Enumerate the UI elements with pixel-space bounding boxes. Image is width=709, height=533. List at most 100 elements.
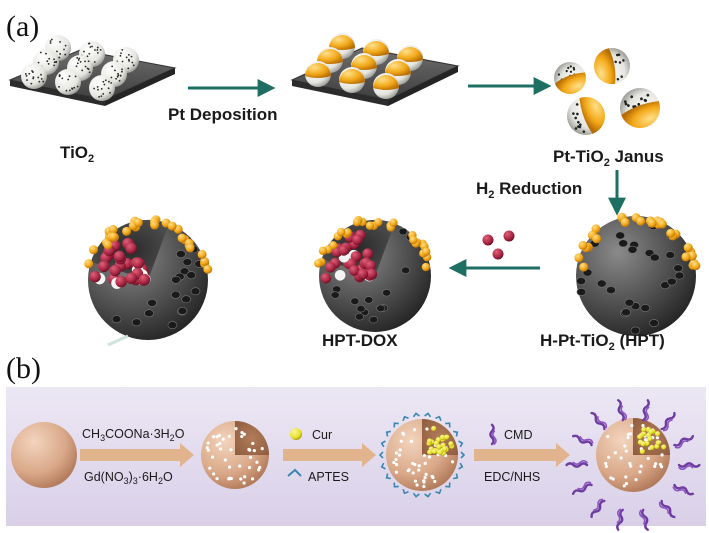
pt-cap — [339, 69, 365, 84]
pore — [576, 125, 580, 128]
pore — [640, 97, 643, 101]
pore — [582, 130, 586, 134]
pore — [96, 85, 99, 88]
pore — [398, 227, 408, 236]
pore — [646, 456, 650, 461]
pore — [653, 462, 658, 466]
edc-nhs-label: EDC/NHS — [484, 470, 540, 484]
pt-particle — [122, 226, 132, 236]
cmd-molecule — [590, 411, 606, 431]
pore — [71, 88, 74, 90]
cmd-molecule — [660, 411, 676, 431]
pore — [604, 461, 608, 466]
pore — [667, 277, 677, 286]
pore — [227, 465, 232, 469]
dox-molecule — [366, 268, 377, 280]
dox-molecule — [325, 261, 336, 273]
aptes-group — [424, 412, 432, 418]
aptes-group — [458, 462, 464, 470]
reagent-top: CH3COONa·3H2O — [82, 427, 185, 443]
pore — [167, 321, 178, 330]
pore — [88, 42, 91, 45]
hollow-porous-sphere — [201, 421, 269, 489]
dox-molecule — [352, 234, 363, 246]
pt-particle — [185, 243, 195, 253]
pore — [103, 83, 106, 86]
pore — [221, 437, 225, 441]
janus-particle — [594, 48, 630, 84]
dox-molecule — [89, 270, 101, 283]
pore — [58, 85, 60, 88]
pore — [177, 306, 188, 315]
pore — [658, 462, 663, 466]
pore — [626, 104, 630, 107]
cmd-molecule — [673, 483, 695, 496]
pore — [247, 466, 252, 470]
pore — [234, 427, 238, 431]
pt-particle — [421, 262, 431, 272]
pore — [607, 455, 611, 459]
pore — [89, 46, 92, 48]
aptes-group — [445, 482, 451, 488]
hpt-sphere — [574, 212, 701, 336]
pore — [215, 443, 219, 447]
pore — [121, 70, 123, 73]
pt-cap — [385, 61, 411, 76]
pore — [653, 464, 657, 469]
cur-molecule — [649, 444, 655, 451]
dox-molecule — [115, 275, 127, 288]
dox-molecule — [125, 242, 137, 255]
pt-particle — [167, 221, 177, 231]
pore — [205, 446, 209, 450]
pore — [88, 52, 91, 55]
pore — [118, 79, 121, 82]
cutaway — [235, 421, 269, 455]
pore — [210, 455, 215, 459]
panel-a-label: (a) — [6, 10, 39, 43]
pore — [30, 82, 33, 85]
pore — [144, 309, 154, 318]
pore — [96, 51, 99, 54]
tio2-label: TiO2 — [60, 143, 94, 165]
pt-particle — [421, 247, 431, 256]
pore — [93, 87, 96, 90]
pore — [218, 441, 222, 446]
pore — [567, 66, 570, 70]
pore — [58, 74, 61, 76]
pore — [596, 279, 607, 288]
pore — [75, 65, 78, 68]
aptes-group — [402, 415, 409, 422]
dox-molecule — [357, 268, 369, 280]
pore — [250, 477, 255, 481]
pore — [618, 61, 622, 64]
pt-cap — [373, 75, 399, 90]
pore — [392, 460, 396, 465]
pore — [79, 60, 82, 63]
pore — [63, 48, 65, 51]
pore — [96, 49, 99, 51]
pore — [212, 472, 216, 476]
pore — [252, 449, 256, 453]
janus-particles — [553, 48, 661, 135]
pt-particle — [409, 235, 418, 245]
pore — [575, 103, 579, 106]
pore — [376, 304, 386, 313]
cur-molecule — [641, 426, 647, 433]
pt-particle — [657, 219, 667, 229]
pore — [673, 264, 683, 273]
pore — [110, 82, 113, 84]
pore — [121, 68, 123, 71]
pore — [47, 63, 50, 65]
pt-tio2-array — [290, 33, 460, 106]
pore — [621, 308, 631, 317]
pore — [217, 433, 222, 437]
pore — [206, 441, 210, 445]
pore — [91, 45, 93, 48]
pore — [646, 93, 650, 97]
pore — [117, 74, 120, 77]
pore — [622, 484, 626, 488]
pore — [100, 87, 103, 90]
cmd-molecule — [572, 459, 588, 465]
pore — [641, 423, 645, 428]
pore — [119, 54, 122, 57]
